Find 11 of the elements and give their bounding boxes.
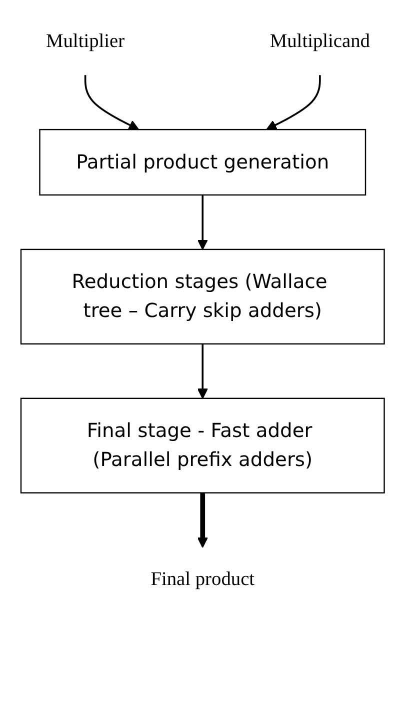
arrow — [197, 344, 208, 399]
node-text: Final product — [150, 569, 255, 590]
node-text: Multiplier — [46, 31, 125, 52]
arrow — [197, 492, 208, 548]
node-box: Partial product generation — [39, 128, 366, 196]
node-text: Multiplicand — [270, 31, 370, 52]
node-box: Final stage - Fast adder (Parallel prefix adders) — [20, 398, 385, 494]
node-box: Reduction stages (Wallace tree – Carry skip adders) — [20, 248, 385, 344]
arrow — [266, 75, 321, 130]
arrow — [197, 194, 208, 250]
arrow — [84, 75, 140, 130]
